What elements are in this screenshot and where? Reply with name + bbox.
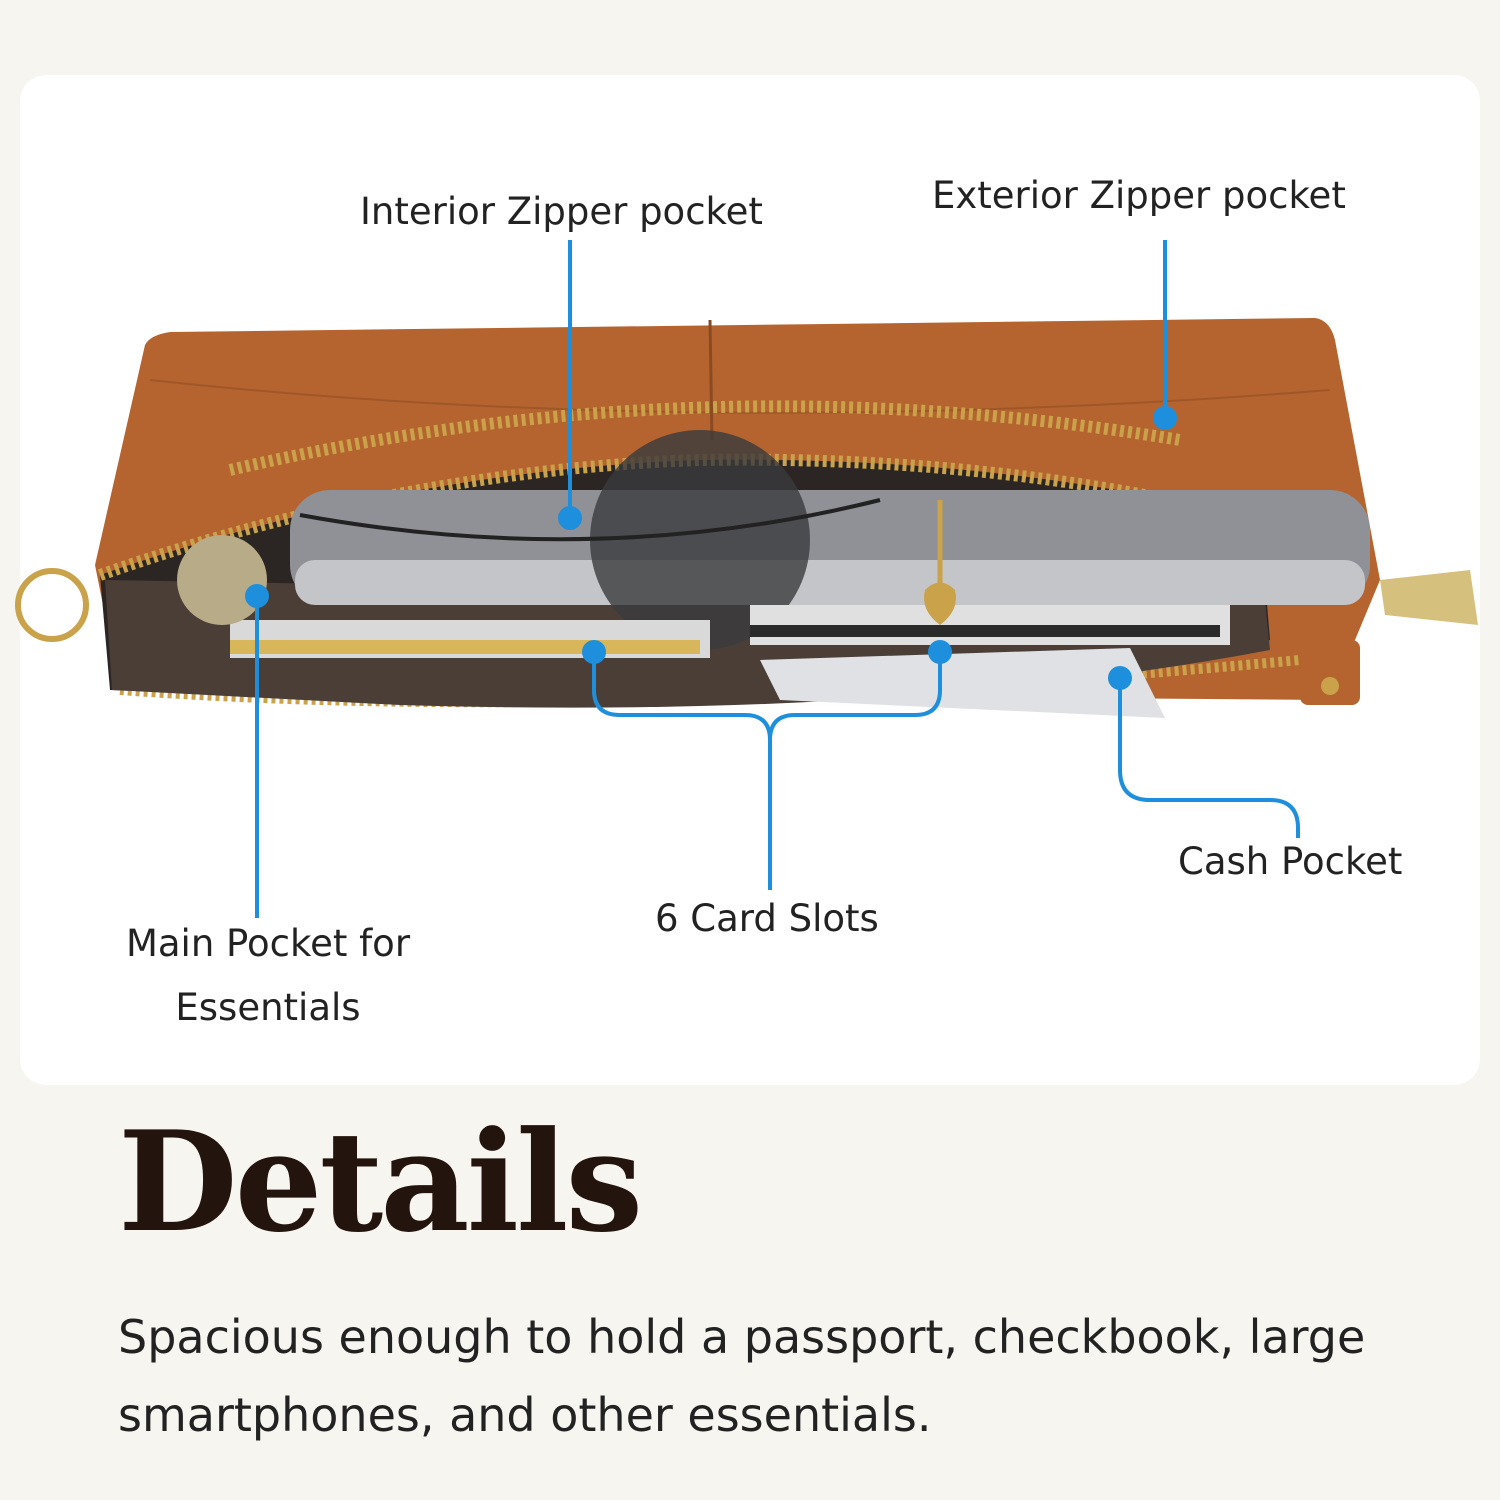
line-card-slots: [592, 652, 942, 890]
details-description: Spacious enough to hold a passport, chec…: [118, 1310, 1366, 1442]
callout-dots: [245, 406, 1177, 690]
callout-card-slots: 6 Card Slots: [655, 897, 879, 940]
line-cash-pocket: [1118, 680, 1300, 838]
bag-image: [15, 318, 1478, 718]
callout-main-pocket: Main Pocket for Essentials: [125, 922, 411, 1029]
callout-exterior-zipper: Exterior Zipper pocket: [932, 174, 1346, 217]
details-heading: Details: [118, 1100, 643, 1263]
callout-lines: [255, 240, 1300, 918]
callout-cash-pocket: Cash Pocket: [1178, 840, 1403, 883]
callout-interior-zipper: Interior Zipper pocket: [360, 190, 763, 233]
